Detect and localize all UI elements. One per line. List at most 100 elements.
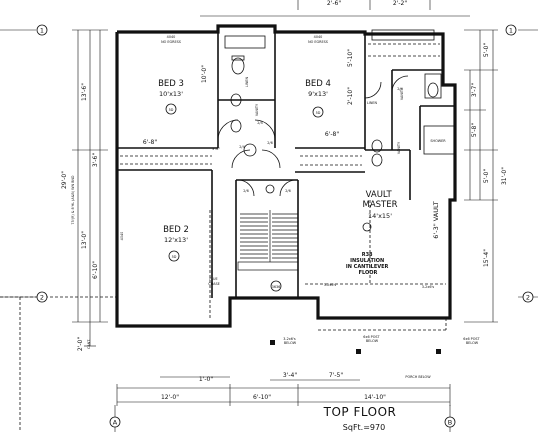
room-tags: [165, 103, 324, 262]
label-flue-chase: FLUE CHASE: [208, 277, 220, 286]
label-shower: SHOWER: [430, 139, 446, 143]
label-swing-26-a: 2/6: [267, 141, 272, 145]
label-post-2-line1: 6x6 POST: [463, 337, 480, 341]
dim-right-2: 5'-0": [483, 169, 490, 183]
grid-label-1-right: 1: [509, 27, 513, 35]
dim-bottom-2: 6'-10": [253, 394, 271, 401]
room-tag-bed2: 5D: [172, 255, 177, 259]
label-linen-2: LINEN: [245, 76, 249, 87]
grid-label-a: A: [113, 419, 118, 427]
dim-left-3: 13'-0": [81, 231, 88, 249]
label-swing-24-a: 2/4: [257, 121, 262, 125]
room-tag-bed3: 5D: [169, 108, 174, 112]
stairs: [237, 210, 299, 271]
grid-bubbles: [36, 24, 534, 428]
label-linen-1: LINEN: [367, 101, 378, 105]
dim-hall-b: 6'-8": [325, 131, 339, 138]
dim-top-right-b: 2'-2": [393, 0, 407, 7]
window-bed2-left: 4040: [120, 232, 124, 241]
footer-sqft: SqFt.=970: [343, 423, 385, 432]
footer-title: TOP FLOOR: [323, 405, 397, 419]
label-swing-24-b: 2/4: [239, 145, 244, 149]
window-bed3-top-note: NO EGRESS: [161, 40, 181, 44]
dim-stair: 3'-0": [212, 147, 220, 151]
label-post-1-line2: BELOW: [366, 339, 379, 343]
label-post-1: 6x6 POST BELOW: [363, 335, 380, 343]
label-post-2-line2: BELOW: [466, 341, 479, 345]
label-swing-26-b: 2/6: [243, 189, 248, 193]
room-size-bed2: 12'x13': [164, 236, 188, 244]
label-porch: PORCH BELOW: [405, 375, 431, 379]
label-vanity-2: VANITY: [397, 141, 401, 154]
dim-bottom-4: 1'-0": [199, 376, 213, 383]
door-swings: [217, 75, 409, 292]
window-bed4-top-note: NO EGRESS: [308, 40, 328, 44]
dim-bottom-5: 3'-4": [283, 372, 297, 379]
dim-bed3-v: 10'-0": [201, 65, 208, 83]
dim-left-1: 29'-0": [61, 171, 68, 189]
room-size-bed4: 9'x13': [308, 90, 328, 98]
room-name-master: VAULT MASTER: [362, 190, 397, 210]
dim-right-6: 5'-8": [471, 123, 478, 137]
dim-right-3: 31'-0": [501, 167, 508, 185]
grid-bubble-1-left: [36, 24, 48, 36]
label-r38: R38 INSULATION IN CANTILEVER FLOOR: [346, 252, 390, 276]
room-size-master: 14'x15': [368, 212, 392, 220]
grid-bubble-b: [444, 416, 456, 428]
dim-left-6: 2'-0": [77, 337, 84, 351]
dim-hall-a: 6'-8": [143, 139, 157, 146]
dim-right-5: 3'-7": [471, 83, 478, 97]
inner-walls: [117, 32, 455, 298]
grid-bubble-2-right: [522, 291, 534, 303]
dim-right-4: 15'-4": [483, 249, 490, 267]
grid-label-2-left: 2: [40, 294, 44, 302]
label-r38-line2: INSULATION: [350, 258, 384, 264]
room-name-bed2: BED 2: [163, 225, 189, 235]
label-post-left-line2: BELOW: [284, 341, 297, 345]
plumbing-fixtures: [224, 29, 455, 167]
dim-bottom-1: 12'-0": [161, 394, 179, 401]
grid-bubble-a: [109, 416, 121, 428]
room-name-bed3: BED 3: [158, 79, 184, 89]
label-r38-line4: FLOOR: [359, 270, 378, 276]
label-window-3636: 3636: [272, 285, 281, 289]
label-post-1-line1: 6x6 POST: [363, 335, 380, 339]
label-r38-line3: IN CANTILEVER: [346, 264, 389, 270]
grid-bubble-1-right: [505, 24, 517, 36]
label-beam-b: 3-2x6's: [422, 285, 435, 289]
label-flue-line2: CHASE: [208, 282, 220, 286]
dim-left-5: 3'-6": [92, 153, 99, 167]
room-name-master-line2: MASTER: [362, 200, 397, 210]
label-r38-line1: R38: [362, 252, 373, 258]
dim-bed4-v: 5'-10": [347, 49, 354, 67]
dim-bed4-v2: 2'-10": [347, 87, 354, 105]
grid-label-2-right: 2: [526, 294, 530, 302]
dim-top-right-a: 2'-6": [327, 0, 341, 7]
window-bed4-top: 4040: [314, 35, 323, 39]
grid-label-1-left: 1: [40, 27, 44, 35]
label-vanity-1: VANITY: [255, 103, 259, 116]
label-swing-24-c: 2/4: [397, 87, 402, 91]
label-vanity-3: VANITY: [400, 87, 404, 100]
dim-bottom-6: 7'-5": [329, 372, 343, 379]
grid-bubble-2-left: [36, 291, 48, 303]
label-post-2: 6x6 POST BELOW: [463, 337, 480, 345]
label-post-left-line1: 3-2x6's: [283, 337, 296, 341]
closet-lines: [0, 43, 447, 432]
room-tag-bed4: 5D: [316, 111, 321, 115]
dim-left-7: CANT.: [87, 339, 91, 349]
dim-left-outer: 75'(R) & 8'HL (A&B) WN BND: [71, 175, 75, 224]
room-name-bed4: BED 4: [305, 79, 331, 89]
dim-left-4: 6'-10": [92, 261, 99, 279]
dim-left-2: 13'-6": [81, 83, 88, 101]
label-swing-26-c: 2/6: [285, 189, 290, 193]
label-beam-a: 3-2x6's: [324, 283, 337, 287]
posts: [270, 340, 441, 354]
window-bed3-top: 4040: [167, 35, 176, 39]
label-post-left: 3-2x6's BELOW: [283, 337, 297, 345]
label-vault: 6'-3" VAULT: [432, 201, 440, 238]
room-size-bed3: 10'x13': [159, 90, 183, 98]
label-flue-line1: FLUE: [209, 277, 217, 281]
